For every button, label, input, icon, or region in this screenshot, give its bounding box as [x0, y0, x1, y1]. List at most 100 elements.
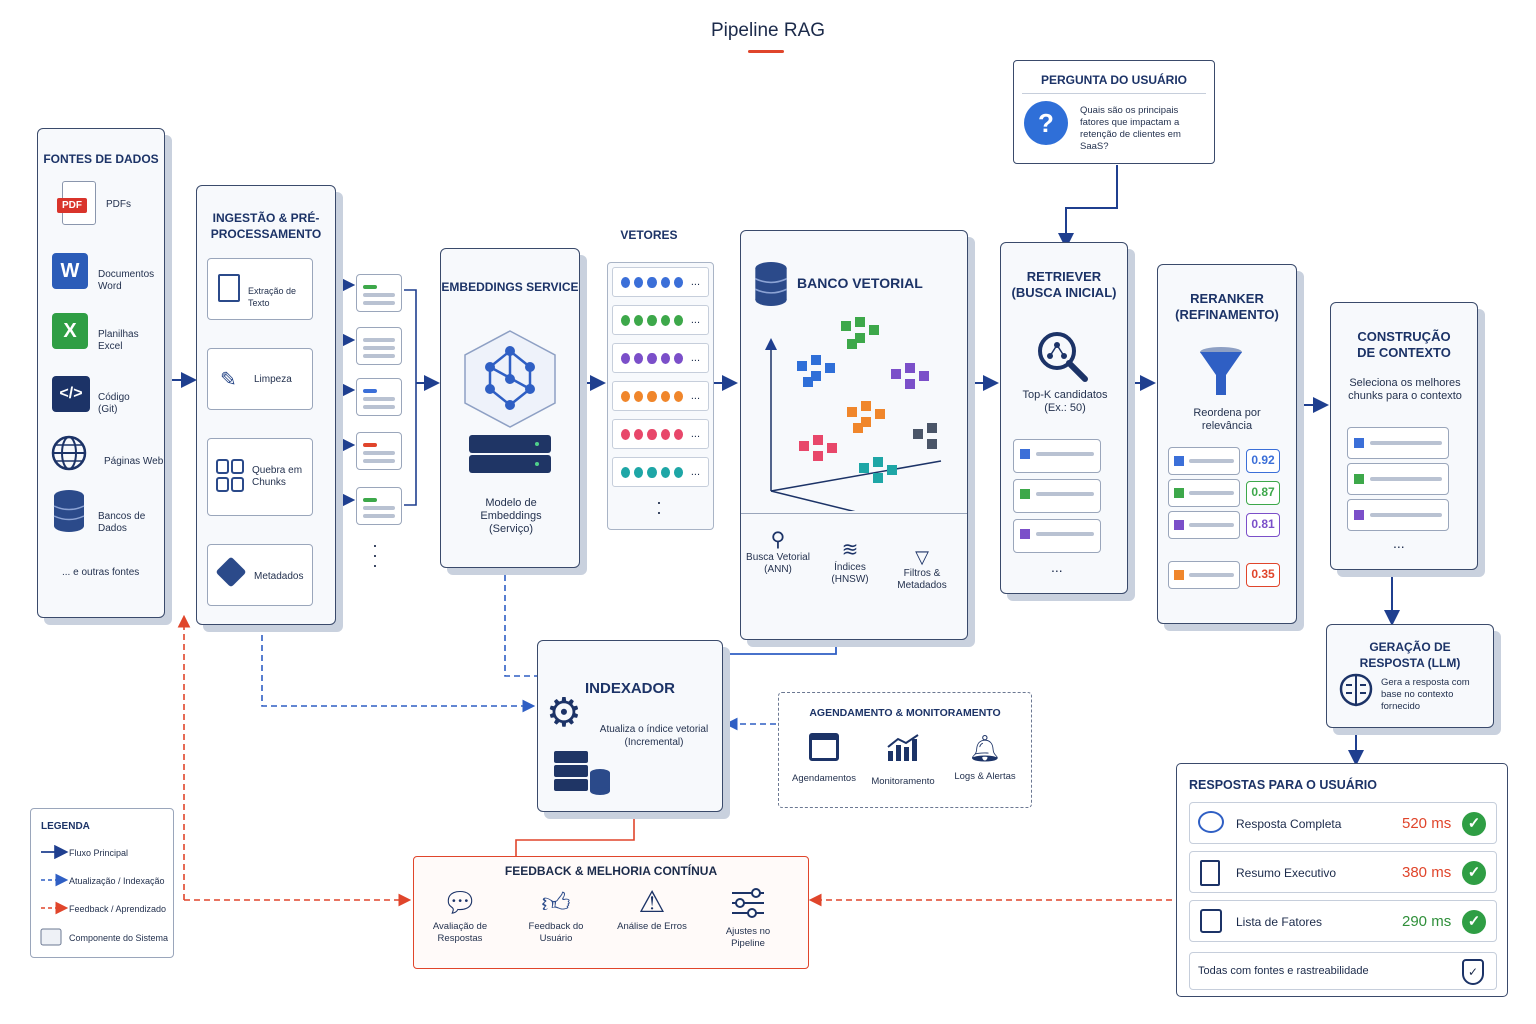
source-label: PDFs	[106, 199, 131, 210]
responses-title: RESPOSTAS PARA O USUÁRIO	[1189, 778, 1377, 792]
logs-item[interactable]: 🔔︎ Logs & Alertas	[943, 733, 1027, 783]
chat-icon	[1198, 811, 1224, 833]
vector-dot	[621, 276, 631, 288]
source-label: Documentos Word	[98, 269, 155, 292]
feedback-item[interactable]: Ajustes no Pipeline	[710, 885, 786, 950]
vector-row: ...	[612, 381, 709, 411]
user-question-box: PERGUNTA DO USUÁRIO ? Quais são os princ…	[1013, 60, 1215, 164]
feedback-item[interactable]: ⚠ Análise de Erros	[614, 885, 690, 933]
ingestion-title: INGESTÃO & PRÉ-PROCESSAMENTO	[210, 211, 322, 241]
scheduling-title: AGENDAMENTO & MONITORAMENTO	[809, 707, 1001, 719]
vector-dot	[634, 466, 644, 478]
retriever-panel: RETRIEVER (BUSCA INICIAL) Top-K candidat…	[1000, 242, 1128, 594]
response-time: 380 ms	[1402, 864, 1452, 881]
data-sources-title: FONTES DE DADOS	[43, 152, 159, 166]
pdf-icon: PDF	[57, 181, 96, 225]
reranker-caption: Reordena por relevância	[1193, 407, 1261, 432]
vector-row: ...	[612, 267, 709, 297]
question-text: Quais são os principais fatores que impa…	[1080, 105, 1181, 152]
context-caption: Seleciona os melhores chunks para o cont…	[1348, 377, 1462, 402]
question-divider	[1022, 93, 1206, 94]
feature-filters[interactable]: ▽ Filtros & Metadados	[887, 547, 957, 592]
llm-caption: Gera a resposta com base no contexto for…	[1381, 677, 1470, 712]
legend-label: Fluxo Principal	[69, 848, 129, 858]
data-sources-panel: FONTES DE DADOS PDF PDFs W Documentos Wo…	[37, 128, 165, 618]
traceability-label: Todas com fontes e rastreabilidade	[1198, 965, 1369, 977]
feedback-item[interactable]: 👍︎ Feedback do Usuário	[518, 885, 594, 945]
legend-label: Feedback / Aprendizado	[69, 904, 167, 914]
vector-dot	[621, 428, 631, 440]
vector-dot	[634, 276, 644, 288]
step-text-extraction[interactable]: Extração de Texto	[207, 258, 313, 320]
gear-icon: ⚙	[546, 691, 582, 735]
vector-dot	[621, 314, 631, 326]
source-pdf[interactable]: PDF PDFs	[50, 181, 160, 231]
vector-db-divider	[741, 513, 967, 514]
step-cleaning[interactable]: ✎ Limpeza	[207, 348, 313, 410]
step-label: Limpeza	[254, 374, 292, 385]
ingestion-panel: INGESTÃO & PRÉ-PROCESSAMENTO Extração de…	[196, 185, 336, 625]
rating-chat-icon: 💬︎	[442, 887, 478, 918]
feature-hnsw[interactable]: ≋ Índices (HNSW)	[817, 537, 883, 586]
schedule-item[interactable]: Agendamentos	[785, 733, 863, 785]
server-stack-icon	[554, 751, 610, 795]
indexer-title: INDEXADOR	[584, 680, 675, 697]
vector-dot	[673, 314, 683, 326]
context-chunk	[1347, 463, 1449, 495]
document-icon	[218, 274, 240, 302]
context-more: ...	[1393, 535, 1405, 551]
sliders-icon	[732, 888, 764, 918]
step-metadata[interactable]: Metadados	[207, 544, 313, 606]
reranker-panel: RERANKER (REFINAMENTO) Reordena por rele…	[1157, 264, 1297, 624]
response-time: 290 ms	[1402, 913, 1452, 930]
feedback-item-label: Análise de Erros	[617, 921, 687, 932]
source-excel[interactable]: X Planilhas Excel	[50, 311, 160, 361]
context-chunk	[1347, 499, 1449, 531]
vectors-more: ··	[656, 492, 662, 522]
database-icon	[53, 490, 85, 532]
chunk-card	[356, 274, 402, 312]
source-code[interactable]: </> Código (Git)	[50, 374, 160, 424]
response-item[interactable]: Resumo Executivo 380 ms ✓	[1189, 851, 1497, 893]
vector-ellipsis: ...	[690, 276, 701, 288]
source-label: Planilhas Excel	[98, 329, 139, 352]
pdf-badge: PDF	[57, 198, 87, 213]
context-panel: CONSTRUÇÃO DE CONTEXTO Seleciona os melh…	[1330, 302, 1478, 570]
source-label: Código (Git)	[98, 392, 130, 415]
chunk-card	[356, 432, 402, 470]
schedule-item-label: Agendamentos	[792, 773, 856, 784]
warning-icon: ⚠	[638, 886, 666, 919]
document-icon	[1200, 860, 1220, 886]
vector-dot	[673, 428, 683, 440]
relevance-score: 0.81	[1246, 513, 1280, 537]
chunk-card	[356, 378, 402, 416]
grid-icon	[216, 459, 244, 492]
word-icon: W	[52, 253, 88, 289]
scheduling-panel: AGENDAMENTO & MONITORAMENTO Agendamentos…	[778, 692, 1032, 808]
feedback-item[interactable]: 💬︎ Avaliação de Respostas	[422, 885, 498, 945]
feature-ann[interactable]: ⚲ Busca Vetorial (ANN)	[745, 527, 811, 576]
context-chunk	[1347, 427, 1449, 459]
step-chunking[interactable]: Quebra em Chunks	[207, 438, 313, 516]
source-web[interactable]: Páginas Web	[50, 434, 163, 484]
magnifier-icon	[1038, 332, 1088, 382]
vector-ellipsis: ...	[690, 352, 701, 364]
legend-title: LEGENDA	[41, 821, 90, 832]
chunk-ellipsis: ···	[372, 535, 378, 575]
reranked-card	[1168, 479, 1240, 507]
vector-dot	[647, 352, 657, 364]
monitoring-item[interactable]: Monitoramento	[865, 733, 941, 788]
source-word[interactable]: W Documentos Word	[50, 251, 160, 301]
vector-dot	[660, 428, 670, 440]
vector-dot	[634, 390, 644, 402]
response-item[interactable]: Resposta Completa 520 ms ✓	[1189, 802, 1497, 844]
legend-lines	[40, 844, 69, 946]
source-db[interactable]: Bancos de Dados	[50, 489, 160, 539]
vector-ellipsis: ...	[690, 390, 701, 402]
calendar-icon	[809, 733, 839, 761]
response-item[interactable]: Lista de Fatores 290 ms ✓	[1189, 900, 1497, 942]
more-sources: ... e outras fontes	[62, 567, 140, 578]
relevance-score: 0.87	[1246, 481, 1280, 505]
check-icon: ✓	[1462, 910, 1486, 934]
response-time: 520 ms	[1402, 815, 1452, 832]
